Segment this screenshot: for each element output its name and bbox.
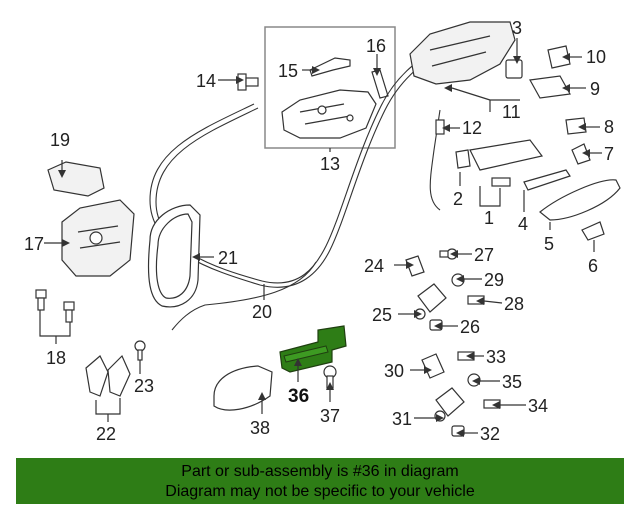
banner-line-2: Diagram may not be specific to your vehi… xyxy=(165,483,475,500)
label-19: 19 xyxy=(50,130,70,150)
label-21: 21 xyxy=(218,248,238,268)
label-36: 36 xyxy=(288,386,309,407)
label-11: 11 xyxy=(502,102,521,122)
label-20: 20 xyxy=(252,302,272,322)
label-9: 9 xyxy=(590,79,600,99)
label-17: 17 xyxy=(24,234,44,254)
part-3[interactable] xyxy=(505,59,523,79)
label-22: 22 xyxy=(96,424,116,444)
label-31: 31 xyxy=(392,409,412,429)
label-1: 1 xyxy=(484,208,494,228)
arrowheads xyxy=(58,53,590,437)
part-23[interactable] xyxy=(134,340,146,361)
part-21[interactable] xyxy=(147,204,201,308)
label-33: 33 xyxy=(486,347,506,367)
part-7[interactable] xyxy=(571,143,591,165)
part-16[interactable] xyxy=(371,69,389,99)
label-37: 37 xyxy=(320,406,340,426)
part-30[interactable] xyxy=(421,353,445,379)
part-6[interactable] xyxy=(581,221,605,241)
label-3: 3 xyxy=(512,18,522,38)
part-15[interactable] xyxy=(309,57,351,77)
label-32: 32 xyxy=(480,424,500,444)
part-38[interactable] xyxy=(213,365,273,411)
part-19[interactable] xyxy=(47,161,105,197)
label-18: 18 xyxy=(46,348,66,368)
leader-lines xyxy=(39,38,602,434)
label-24: 24 xyxy=(364,256,384,276)
label-16: 16 xyxy=(366,36,386,56)
label-28: 28 xyxy=(504,294,524,314)
label-27: 27 xyxy=(474,245,494,265)
label-26: 26 xyxy=(460,317,480,337)
part-1[interactable] xyxy=(469,139,544,171)
part-18[interactable] xyxy=(35,289,75,323)
label-2: 2 xyxy=(453,189,463,209)
part-9[interactable] xyxy=(529,75,571,99)
label-25: 25 xyxy=(372,305,392,325)
label-14: 14 xyxy=(196,71,216,91)
label-30: 30 xyxy=(384,361,404,381)
part-13[interactable] xyxy=(281,89,377,139)
label-35: 35 xyxy=(502,372,522,392)
label-7: 7 xyxy=(604,144,614,164)
part-5[interactable] xyxy=(539,179,621,221)
label-4: 4 xyxy=(518,214,528,234)
part-4[interactable] xyxy=(523,169,571,191)
bolt-1[interactable] xyxy=(491,177,511,187)
part-22[interactable] xyxy=(85,354,131,397)
info-banner: Part or sub-assembly is #36 in diagram D… xyxy=(16,458,624,504)
banner-line-1: Part or sub-assembly is #36 in diagram xyxy=(181,463,459,480)
label-12: 12 xyxy=(462,118,482,138)
label-10: 10 xyxy=(586,47,606,67)
part-12[interactable] xyxy=(429,109,445,211)
label-29: 29 xyxy=(484,270,504,290)
part-11[interactable] xyxy=(409,21,516,85)
part-24[interactable] xyxy=(405,255,425,277)
label-8: 8 xyxy=(604,117,614,137)
label-5: 5 xyxy=(544,234,554,254)
part-8[interactable] xyxy=(565,117,587,135)
part-labels: 3 10 9 11 8 12 7 2 1 4 5 6 14 15 16 13 1… xyxy=(24,18,614,444)
label-34: 34 xyxy=(528,396,548,416)
part-14[interactable] xyxy=(237,73,259,91)
label-6: 6 xyxy=(588,256,598,276)
parts-diagram: 3 10 9 11 8 12 7 2 1 4 5 6 14 15 16 13 1… xyxy=(24,18,621,444)
part-2[interactable] xyxy=(455,149,471,169)
label-38: 38 xyxy=(250,418,270,438)
part-36[interactable] xyxy=(279,325,347,373)
part-10[interactable] xyxy=(547,45,571,69)
label-23: 23 xyxy=(134,376,154,396)
label-13: 13 xyxy=(320,154,340,174)
part-17[interactable] xyxy=(61,199,135,277)
label-15: 15 xyxy=(278,61,298,81)
cable-assembly xyxy=(149,47,441,331)
